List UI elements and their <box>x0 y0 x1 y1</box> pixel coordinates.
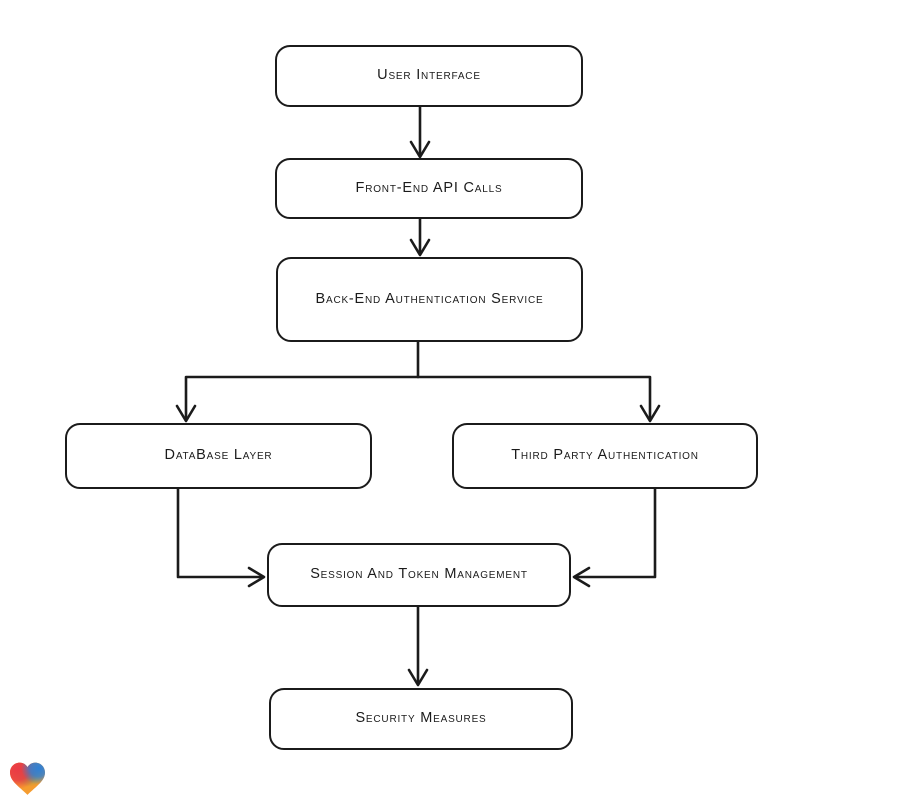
node-label: Security Measures <box>355 710 487 727</box>
edge-backend-to-thirdparty <box>416 375 661 423</box>
node-back-end-authentication-service[interactable]: Back-End Authentication Service <box>276 257 583 342</box>
node-label: Back-End Authentication Service <box>315 290 544 307</box>
node-third-party-authentication[interactable]: Third Party Authentication <box>452 423 758 489</box>
edge-ui-to-frontend <box>409 104 431 159</box>
node-database-layer[interactable]: DataBase Layer <box>65 423 372 489</box>
node-front-end-api-calls[interactable]: Front-End API Calls <box>275 158 583 219</box>
node-session-and-token-management[interactable]: Session And Token Management <box>267 543 571 607</box>
node-label: Front-End API Calls <box>355 179 503 196</box>
node-label: Session And Token Management <box>310 566 528 583</box>
node-label: DataBase Layer <box>164 447 273 464</box>
node-label: User Interface <box>377 67 481 84</box>
edge-backend-to-database <box>175 339 420 423</box>
edge-thirdparty-to-session <box>572 486 657 588</box>
edge-database-to-session <box>176 486 266 588</box>
node-user-interface[interactable]: User Interface <box>275 45 583 107</box>
node-label: Third Party Authentication <box>511 447 699 464</box>
node-security-measures[interactable]: Security Measures <box>269 688 573 750</box>
heart-gradient-icon[interactable] <box>10 762 45 796</box>
edge-frontend-to-backend <box>409 216 431 257</box>
edge-session-to-security <box>407 604 429 687</box>
